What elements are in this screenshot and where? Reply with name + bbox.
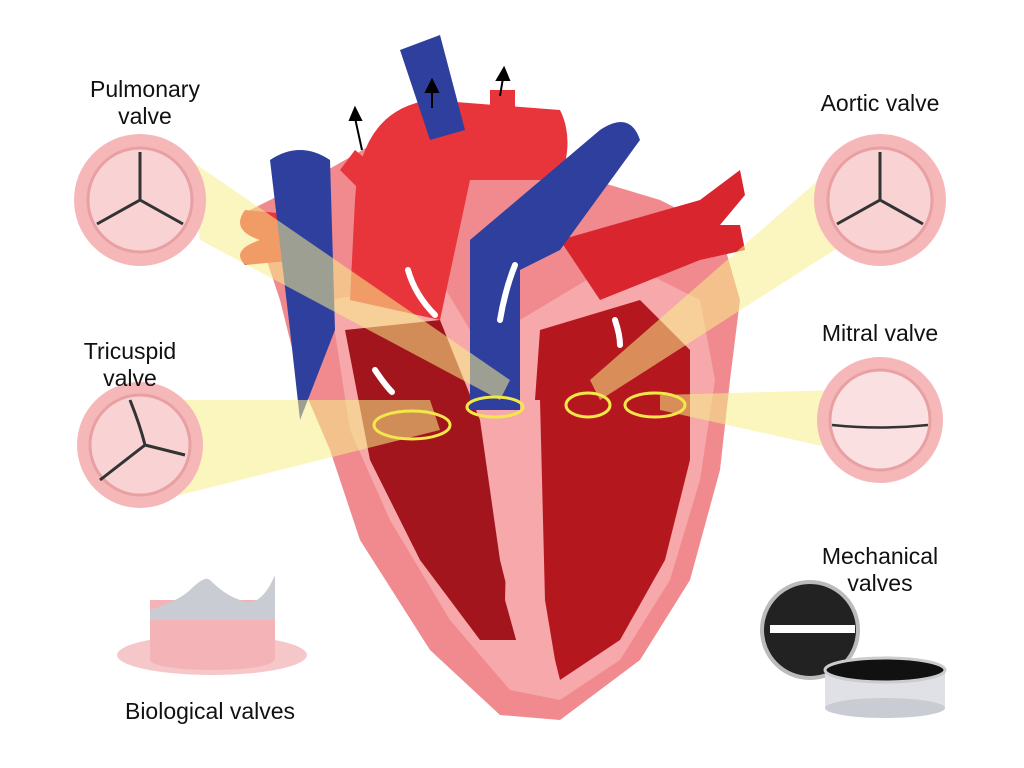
tricuspid-valve-image — [77, 382, 203, 508]
mechanical-valve-image — [760, 580, 947, 718]
mitral-valve-image — [817, 357, 943, 483]
septum — [505, 400, 560, 690]
tricuspid-valve-label: Tricuspid valve — [60, 338, 200, 392]
aortic-valve-image — [814, 134, 946, 266]
label-line: Pulmonary — [90, 76, 200, 102]
pulmonary-valve-image — [74, 134, 206, 266]
left-ventricle — [530, 300, 690, 680]
pulmonary-trunk-blue — [470, 122, 640, 410]
highlight-beams — [150, 160, 850, 500]
label-line: valve — [118, 103, 172, 129]
pulmonary-artery — [560, 170, 745, 300]
flow-arrows — [348, 65, 511, 151]
aortic-valve-label: Aortic valve — [820, 90, 940, 116]
mitral-valve-label: Mitral valve — [821, 320, 939, 346]
valve-rings — [372, 391, 687, 441]
biological-valve-image — [117, 575, 307, 675]
label-line: Mechanical — [821, 543, 939, 569]
aorta — [350, 100, 568, 320]
label-line: Tricuspid — [83, 338, 177, 364]
pulmonary-valve-label: Pulmonary valve — [60, 76, 230, 130]
mechanical-valves-label: Mechanical valves — [790, 543, 970, 597]
biological-valves-label: Biological valves — [124, 698, 296, 724]
label-line: valve — [103, 365, 157, 391]
label-line: valves — [847, 570, 913, 596]
blood-flow-arrows — [372, 262, 623, 395]
